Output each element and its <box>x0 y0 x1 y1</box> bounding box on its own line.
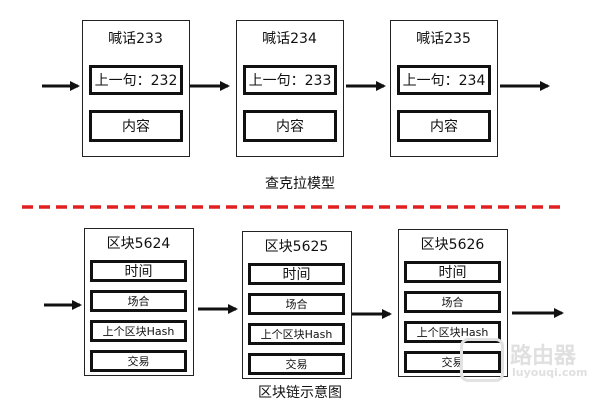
top-block-title: 喊话233 <box>108 31 163 47</box>
top-block-3: 喊话235 上一句：234 内容 <box>390 20 498 157</box>
top-block-2: 喊话234 上一句：233 内容 <box>236 20 344 157</box>
top-block-content-field: 内容 <box>243 110 337 142</box>
chain-block-3: 区块5626 时间 场合 上个区块Hash 交易 <box>398 229 508 377</box>
watermark-subtitle: luyouqi.com <box>512 366 588 379</box>
chain-block-title: 区块5626 <box>420 237 485 253</box>
top-block-title: 喊话234 <box>262 31 317 47</box>
chain-block-prev-hash-field: 上个区块Hash <box>404 321 501 343</box>
chain-block-time-field: 时间 <box>404 261 501 283</box>
chain-block-time-field: 时间 <box>90 260 187 282</box>
chain-block-prev-hash-field: 上个区块Hash <box>90 320 187 342</box>
watermark-title: 路由器 <box>510 344 577 369</box>
chain-block-trade-field: 交易 <box>90 350 187 372</box>
chain-block-trade-field: 交易 <box>248 353 345 375</box>
chain-block-title: 区块5624 <box>106 236 171 252</box>
top-block-1: 喊话233 上一句：232 内容 <box>82 20 190 157</box>
top-block-content-field: 内容 <box>397 110 491 142</box>
blockchain-caption: 区块链示意图 <box>258 385 342 401</box>
top-block-content-field: 内容 <box>89 110 183 142</box>
chain-block-title: 区块5625 <box>264 239 329 255</box>
top-block-prev-field: 上一句：232 <box>89 65 183 95</box>
top-block-prev-field: 上一句：234 <box>397 65 491 95</box>
top-model-caption: 查克拉模型 <box>265 176 335 192</box>
chain-block-1: 区块5624 时间 场合 上个区块Hash 交易 <box>84 228 194 376</box>
watermark-logo-icon <box>460 338 504 382</box>
chain-block-occasion-field: 场合 <box>90 290 187 312</box>
top-block-prev-field: 上一句：233 <box>243 65 337 95</box>
chain-block-time-field: 时间 <box>248 263 345 285</box>
chain-block-occasion-field: 场合 <box>248 293 345 315</box>
chain-block-occasion-field: 场合 <box>404 291 501 313</box>
chain-block-2: 区块5625 时间 场合 上个区块Hash 交易 <box>242 231 352 379</box>
chain-block-prev-hash-field: 上个区块Hash <box>248 323 345 345</box>
top-block-title: 喊话235 <box>416 31 471 47</box>
chain-block-trade-field: 交易 <box>404 351 501 373</box>
